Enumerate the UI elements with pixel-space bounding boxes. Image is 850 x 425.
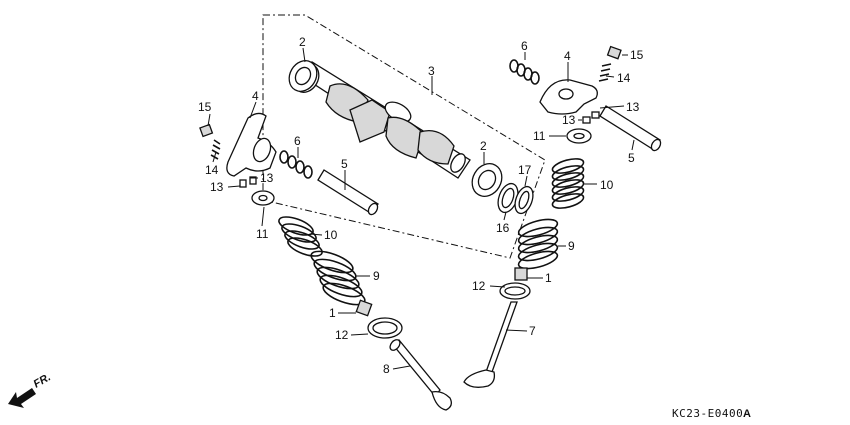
callout-12b: 12	[335, 328, 349, 342]
rocker-spring-left	[279, 150, 313, 179]
rocker-shaft-left	[317, 169, 379, 216]
callout-labels: 2 3 2 17 16 6 4 15 14 13 13 11 5 10 9 1 …	[198, 35, 644, 376]
drawing-code: KC23-E0400 A	[672, 407, 751, 420]
callout-14a: 14	[617, 71, 631, 85]
callout-4a: 4	[564, 49, 571, 63]
valve-spring-outer-right	[551, 158, 585, 209]
callout-5a: 5	[628, 151, 635, 165]
callout-6a: 6	[521, 39, 528, 53]
callout-10b: 10	[324, 228, 338, 242]
pin-right	[582, 111, 600, 124]
adjust-nut-left	[199, 123, 214, 138]
callout-2a: 2	[299, 35, 306, 49]
callout-9a: 9	[568, 239, 575, 253]
callout-13c: 13	[260, 171, 274, 185]
callout-1b: 1	[329, 306, 336, 320]
valve-seal-left	[355, 299, 373, 317]
callout-10a: 10	[600, 178, 614, 192]
adjust-screw-right	[598, 63, 612, 82]
rocker-arm-right	[539, 79, 598, 115]
callout-13d: 13	[210, 180, 224, 194]
callout-15a: 15	[630, 48, 644, 62]
callout-11b: 11	[256, 227, 269, 241]
seat-washer-left	[251, 190, 275, 206]
rocker-arm-left	[226, 112, 277, 177]
callout-15b: 15	[198, 100, 212, 114]
callout-16: 16	[496, 221, 510, 235]
callout-7: 7	[529, 324, 536, 338]
callout-6b: 6	[294, 134, 301, 148]
camshaft-bearing-right	[471, 163, 503, 197]
callout-11a: 11	[533, 129, 546, 143]
front-label: FR.	[32, 371, 53, 390]
rocker-spring-right	[509, 59, 540, 85]
callout-13a: 13	[626, 100, 640, 114]
camshaft-bearing-left	[288, 60, 318, 92]
front-direction-arrow: FR.	[8, 371, 53, 408]
spring-seat-left	[367, 317, 403, 339]
drawing-code-text: KC23-E0400	[672, 407, 743, 420]
drawing-code-suffix: A	[743, 408, 751, 420]
seat-washer-right	[566, 128, 592, 144]
callout-1a: 1	[545, 271, 552, 285]
rocker-shaft-right	[599, 105, 662, 152]
camshaft	[292, 61, 471, 179]
spring-seat-right	[499, 282, 531, 300]
callout-9b: 9	[373, 269, 380, 283]
callout-14b: 14	[205, 163, 219, 177]
callout-3: 3	[428, 64, 435, 78]
valve-spring-inner-right	[517, 218, 559, 270]
callout-8: 8	[383, 362, 390, 376]
adjust-nut-right	[606, 45, 622, 60]
valve-right	[463, 301, 518, 388]
leader-lines	[207, 47, 635, 370]
callout-13b: 13	[562, 113, 576, 127]
callout-2b: 2	[480, 139, 487, 153]
pin-left	[239, 176, 257, 188]
valve-seal-right	[514, 267, 528, 281]
callout-5b: 5	[341, 157, 348, 171]
washer-17	[514, 185, 534, 215]
callout-17: 17	[518, 163, 532, 177]
valve-spring-outer-left	[278, 216, 323, 257]
adjust-screw-left	[210, 139, 221, 160]
callout-12a: 12	[472, 279, 486, 293]
valve-left	[389, 338, 452, 411]
callout-4b: 4	[252, 89, 259, 103]
